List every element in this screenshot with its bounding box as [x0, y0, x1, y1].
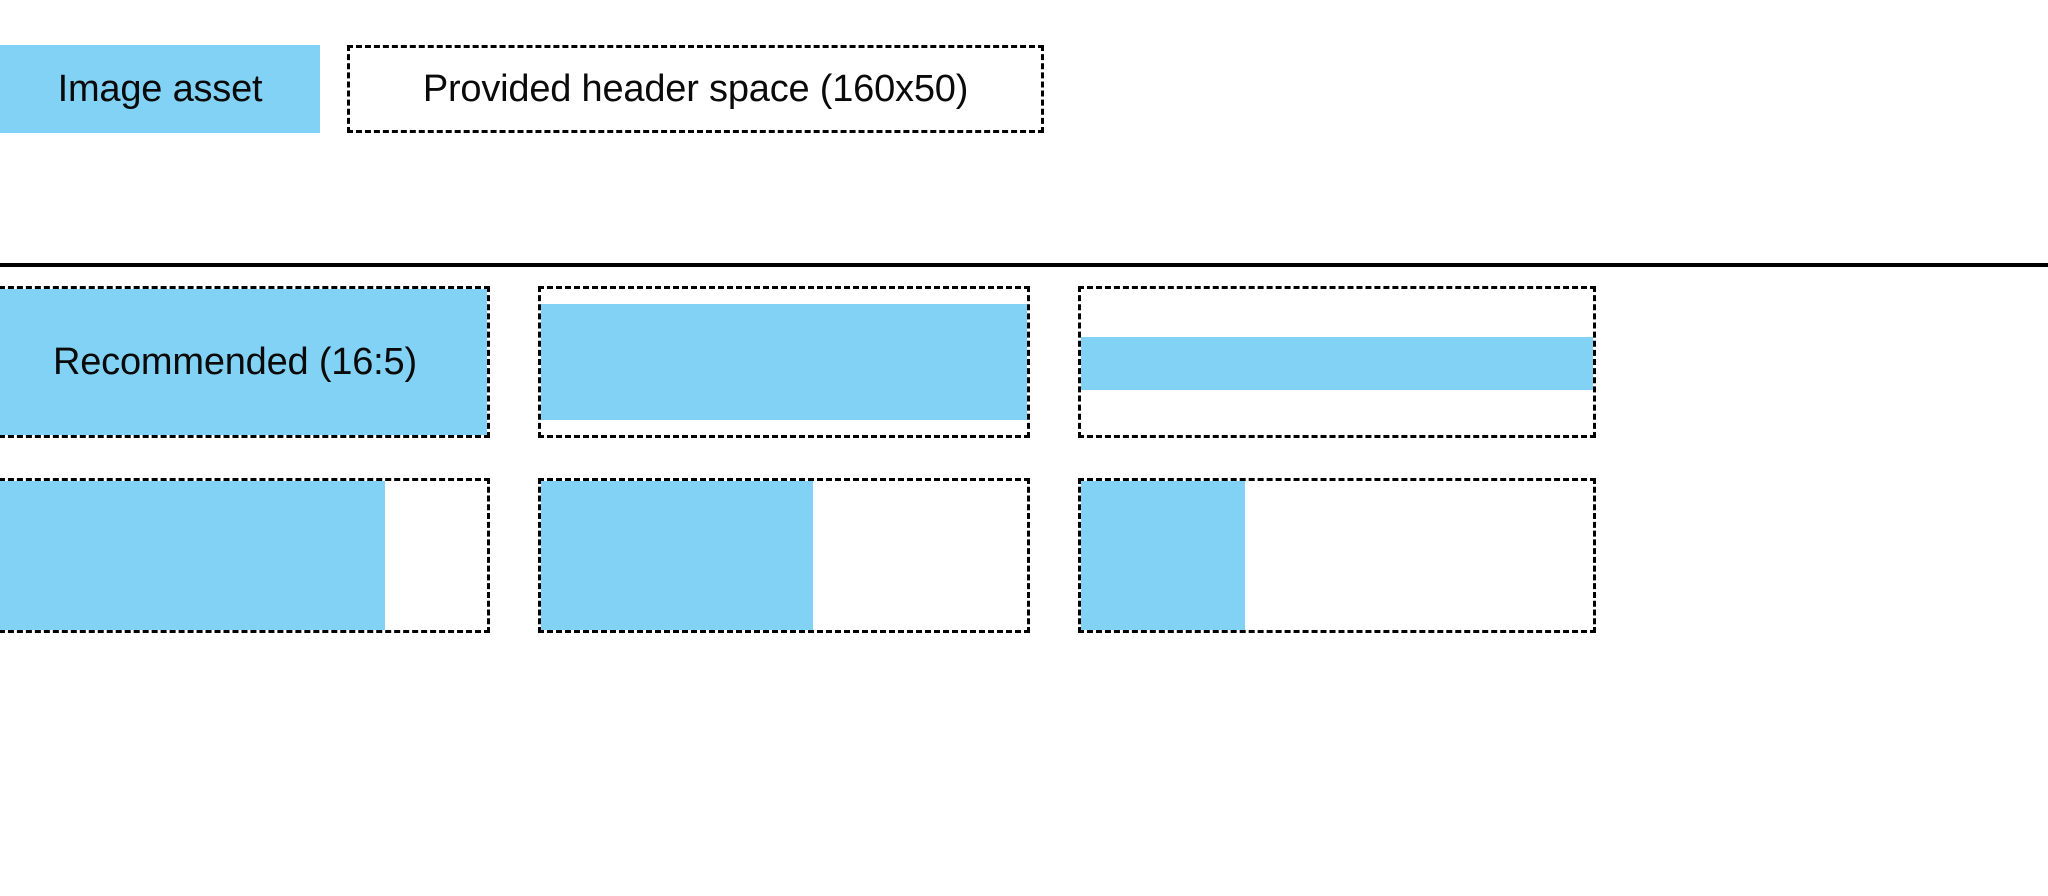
ratio-cell: [1078, 286, 1596, 438]
image-fill: [1081, 337, 1593, 390]
image-fill: [541, 303, 1027, 421]
image-asset-label: Image asset: [57, 67, 263, 110]
ratio-cell: [538, 286, 1030, 438]
image-fill: [0, 289, 487, 435]
ratio-cell: [0, 478, 490, 633]
provided-header-space-label: Provided header space (160x50): [422, 67, 969, 110]
aspect-ratio-grid: Recommended (16:5): [0, 265, 2048, 896]
ratio-cell: [1078, 478, 1596, 633]
provided-header-space-box: Provided header space (160x50): [347, 45, 1044, 133]
ratio-cell: [538, 478, 1030, 633]
grid-row: Recommended (16:5): [0, 286, 2048, 438]
ratio-cell: Recommended (16:5): [0, 286, 490, 438]
section-divider: [0, 263, 2048, 267]
image-fill: [1081, 481, 1245, 630]
image-fill: [0, 481, 385, 630]
header-section: Image asset Provided header space (160x5…: [0, 0, 2048, 265]
image-asset-swatch: Image asset: [0, 45, 320, 133]
image-fill: [541, 481, 814, 630]
grid-row: [0, 478, 2048, 633]
